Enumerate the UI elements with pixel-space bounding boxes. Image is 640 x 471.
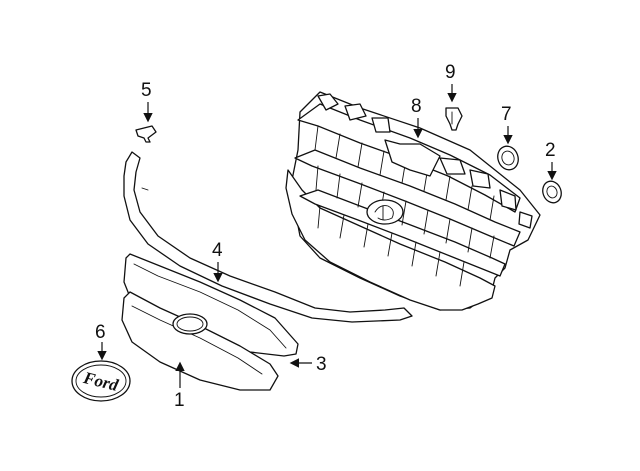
callout-1: 1 — [174, 361, 185, 411]
callout-label-8: 8 — [411, 96, 422, 117]
lower-grille-panel — [121, 291, 279, 391]
grommet-2 — [542, 180, 562, 204]
ford-emblem: Ford — [71, 360, 131, 402]
callout-8: 8 — [411, 96, 423, 139]
callout-2: 2 — [545, 140, 557, 181]
callout-7: 7 — [501, 104, 513, 145]
callout-5: 5 — [141, 80, 153, 123]
callout-label-9: 9 — [445, 62, 456, 83]
callout-label-1: 1 — [174, 390, 185, 411]
grommet-7 — [497, 145, 519, 171]
callout-label-7: 7 — [501, 104, 512, 125]
grille-molding-strip — [123, 151, 413, 323]
grille-assembly — [285, 91, 541, 311]
push-pin-9 — [445, 107, 463, 131]
callout-6: 6 — [95, 322, 107, 361]
callout-label-4: 4 — [212, 240, 223, 261]
callout-9: 9 — [445, 62, 457, 103]
clip-5 — [135, 125, 157, 143]
callout-label-6: 6 — [95, 322, 106, 343]
callout-label-2: 2 — [545, 140, 556, 161]
callout-4: 4 — [212, 240, 223, 283]
callout-label-5: 5 — [141, 80, 152, 101]
callout-label-3: 3 — [316, 354, 327, 375]
callout-3: 3 — [289, 354, 327, 375]
